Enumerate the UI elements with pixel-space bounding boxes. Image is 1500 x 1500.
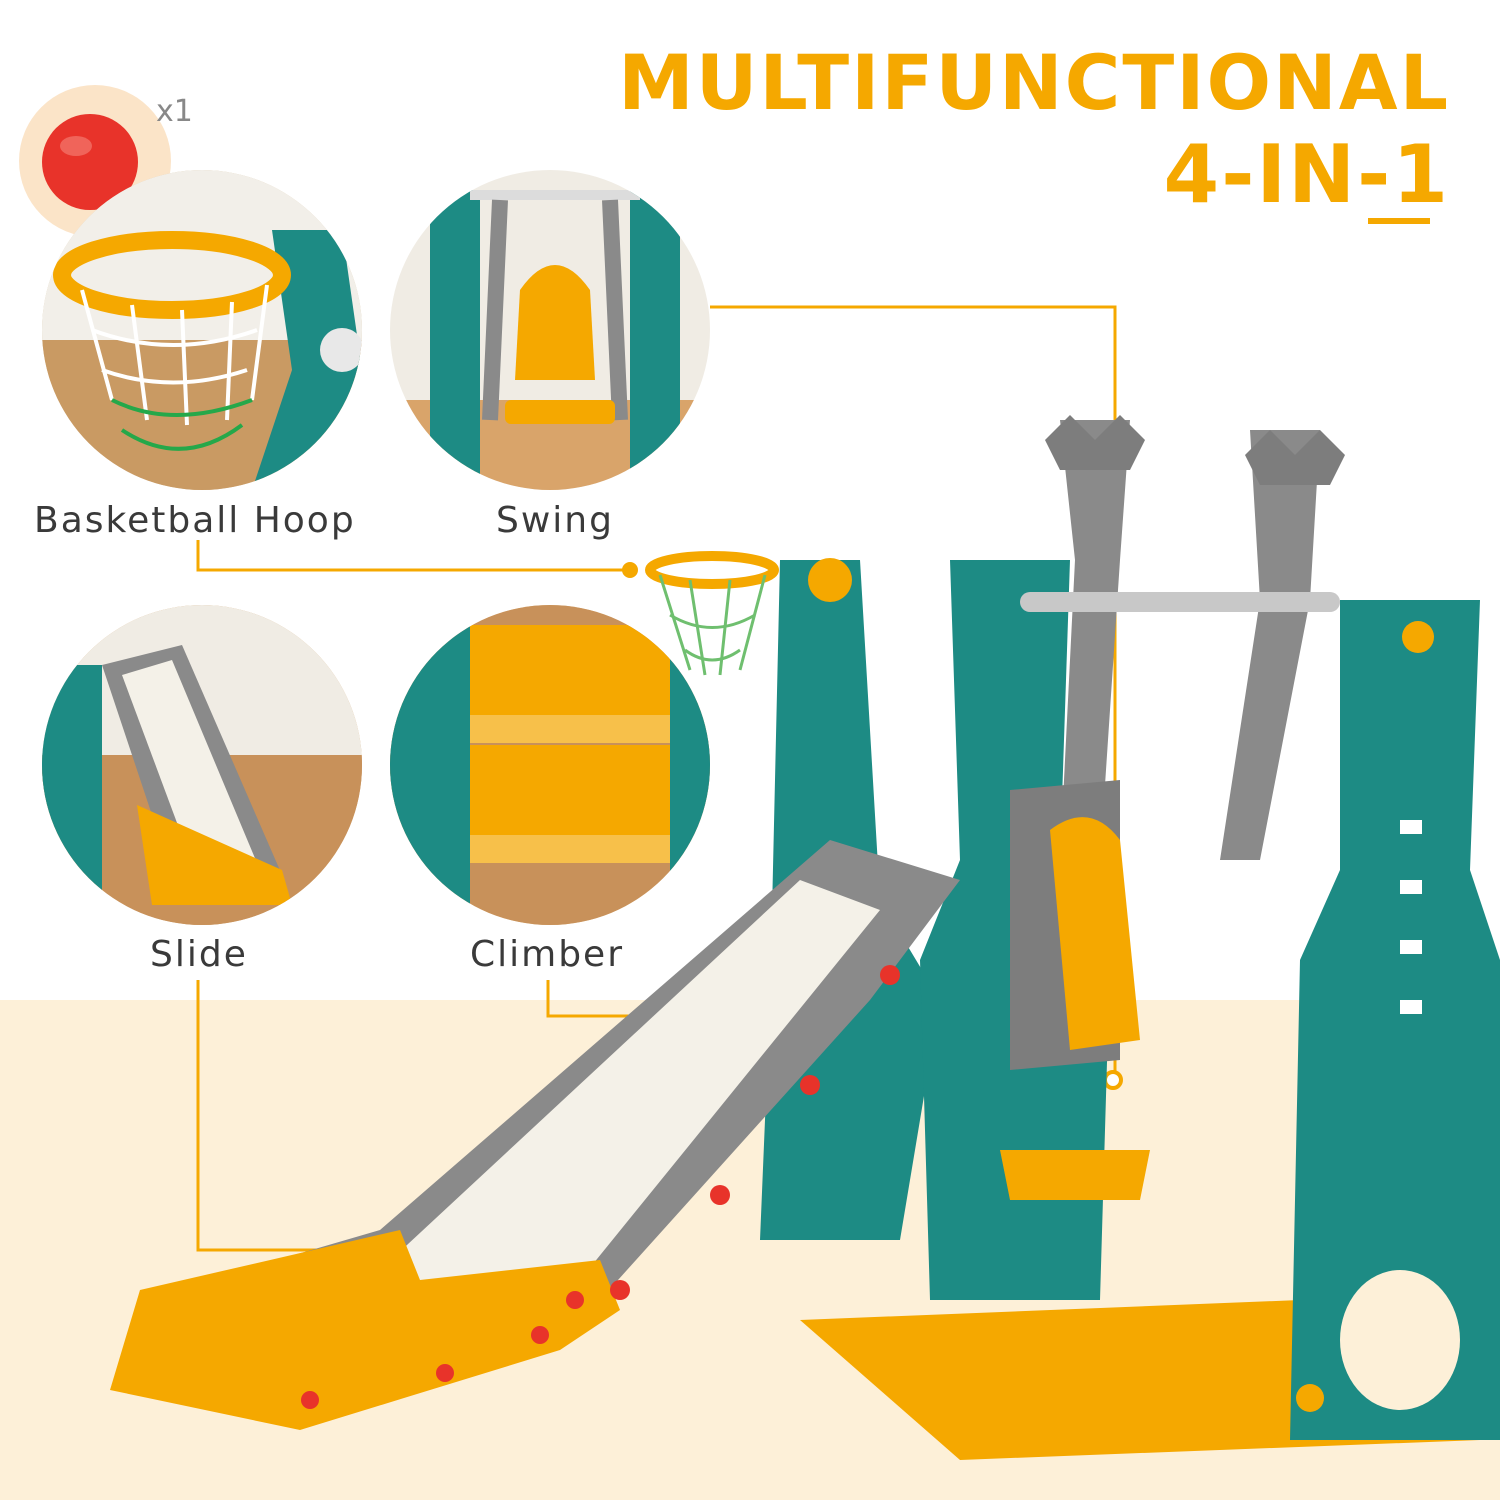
feature-label-swing: Swing [496, 500, 614, 541]
playset-illustration [110, 415, 1500, 1460]
headline-underline [1368, 218, 1430, 224]
feature-label-slide: Slide [150, 934, 248, 975]
ball-icon [42, 114, 138, 210]
headline-line1: MULTIFUNCTIONAL [618, 38, 1450, 127]
feature-label-basketball-hoop: Basketball Hoop [34, 500, 356, 541]
climber-photo [390, 605, 710, 925]
ball-count: x1 [156, 94, 193, 129]
headline-line2: 4-IN-1 [1163, 128, 1450, 221]
feature-label-climber: Climber [470, 934, 625, 975]
